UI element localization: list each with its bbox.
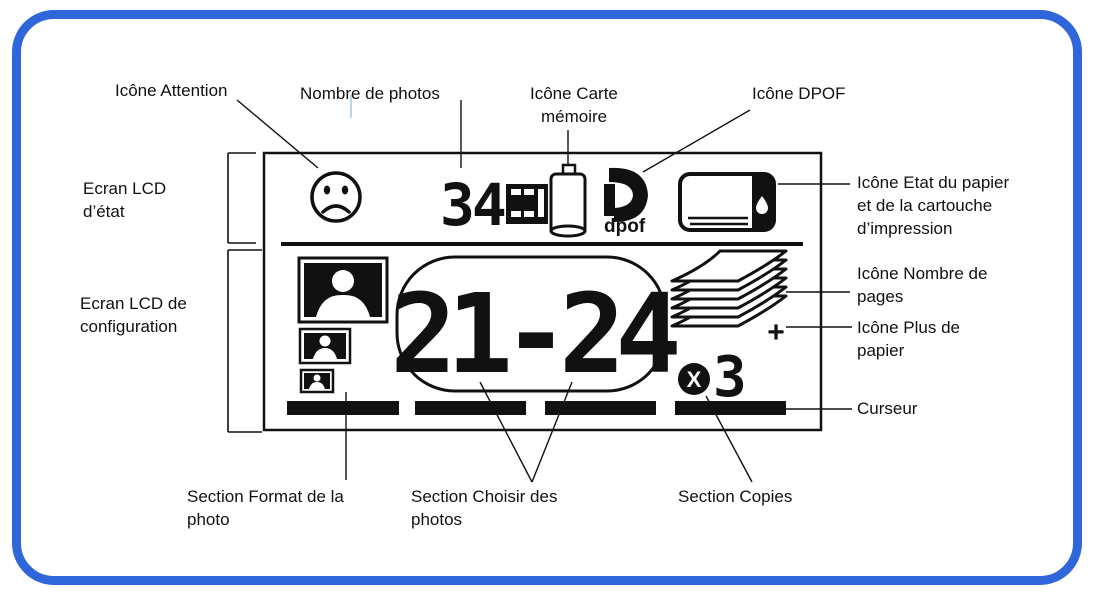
cursor-bar-3 <box>545 401 656 415</box>
leader-lines <box>236 99 852 483</box>
label-choose-photos-line-1: Section Choisir des <box>411 487 558 506</box>
label-page-count: Icône Nombre de pages <box>857 262 987 308</box>
config-lcd-bracket <box>227 249 262 433</box>
label-status-lcd-line-2: d’état <box>83 202 125 221</box>
dpof-icon: dpof <box>604 167 648 237</box>
label-paper-cartridge-line-3: d’impression <box>857 219 953 238</box>
label-more-paper-line-2: papier <box>857 341 905 360</box>
photo-range-display <box>395 255 667 393</box>
copies-value: 3 <box>713 345 747 410</box>
cursor-bar-1 <box>287 401 399 415</box>
label-paper-cartridge-line-2: et de la cartouche <box>857 196 993 215</box>
label-cursor: Curseur <box>857 399 918 418</box>
label-page-count-line-1: Icône Nombre de <box>857 264 988 283</box>
label-page-count-line-2: pages <box>857 287 904 306</box>
label-photo-count: Nombre de photos <box>300 84 440 103</box>
copies-x-mark: X <box>687 367 702 392</box>
cursor-bar-2 <box>415 401 526 415</box>
label-photo-format-line-1: Section Format de la <box>187 487 344 506</box>
film-icon <box>506 184 548 224</box>
label-attention: Icône Attention <box>115 81 228 100</box>
photo-size-small-icon <box>299 368 335 394</box>
label-dpof: Icône DPOF <box>752 84 846 103</box>
paper-stack-icon <box>670 249 788 328</box>
label-status-lcd-line-1: Ecran LCD <box>83 179 167 198</box>
label-paper-cartridge: Icône Etat du papier et de la cartouche … <box>857 171 1009 240</box>
label-memory-card-line-1: Icône Carte <box>530 84 618 103</box>
memory-card-icon <box>549 163 587 238</box>
label-memory-card-line-2: mémoire <box>541 107 608 126</box>
sad-face-icon <box>310 171 362 223</box>
photo-size-medium-icon <box>298 327 352 365</box>
label-config-lcd-line-1: Ecran LCD de <box>80 294 187 313</box>
label-copies: Section Copies <box>678 487 793 506</box>
photo-size-large-icon <box>297 256 389 324</box>
label-photo-format: Section Format de la photo <box>187 485 344 531</box>
cursor-bar-4 <box>675 401 786 415</box>
label-paper-cartridge-line-1: Icône Etat du papier <box>857 173 1010 192</box>
label-more-paper-line-1: Icône Plus de <box>857 318 961 337</box>
label-memory-card: Icône Carte mémoire <box>530 82 618 128</box>
label-choose-photos-line-2: photos <box>411 510 463 529</box>
label-config-lcd: Ecran LCD de configuration <box>80 292 187 338</box>
label-more-paper: Icône Plus de papier <box>857 316 960 362</box>
label-choose-photos: Section Choisir des photos <box>411 485 557 531</box>
diagram-frame <box>12 10 1082 585</box>
photo-range-value: 21-24 <box>390 270 677 398</box>
status-lcd-bracket <box>227 152 256 244</box>
label-status-lcd: Ecran LCD d’état <box>83 177 166 223</box>
copies-x-icon: X <box>678 363 710 395</box>
paper-cartridge-icon <box>678 172 776 232</box>
dpof-text: dpof <box>604 216 646 237</box>
photo-count-value: 34 <box>440 171 505 239</box>
label-config-lcd-line-2: configuration <box>80 317 178 336</box>
label-photo-format-line-2: photo <box>187 510 230 529</box>
more-paper-plus: + <box>767 316 785 349</box>
